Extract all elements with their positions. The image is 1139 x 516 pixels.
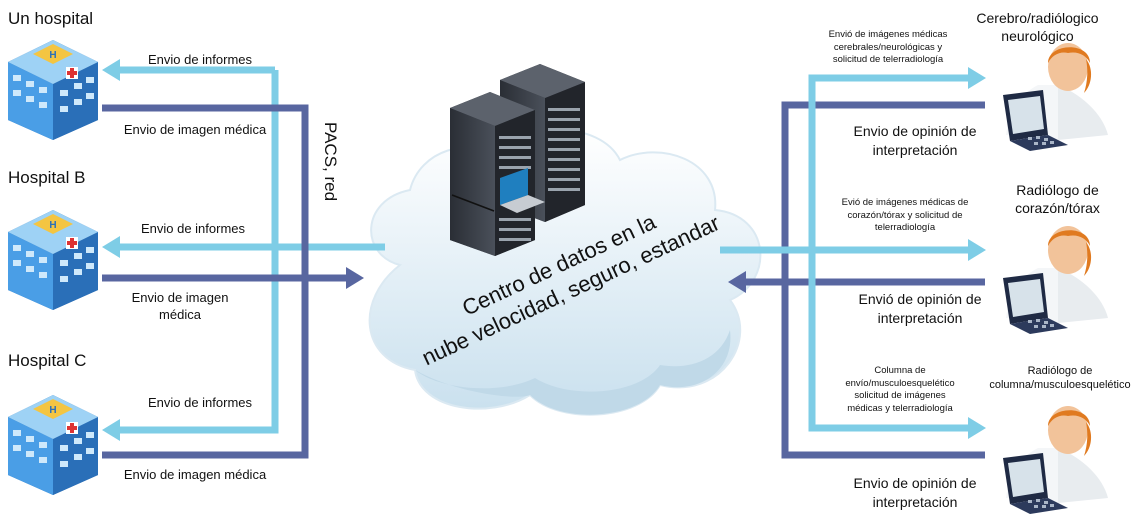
left-connectors	[102, 59, 385, 459]
hospital-building-icon: H	[8, 40, 98, 140]
specialist-title-line: Radiólogo de	[1027, 365, 1093, 377]
hospital-building-icon: H	[8, 395, 98, 495]
specialist-title-line: Radiólogo de	[1016, 182, 1099, 198]
send-reports-label: Envio de informes	[140, 221, 246, 236]
send-image-line: médica	[159, 307, 201, 322]
opinion-line: Envió de opinión de	[858, 291, 982, 307]
pacs-network-label: PACS, red	[321, 122, 340, 202]
hospital-name: Un hospital	[8, 9, 94, 28]
opinion-line: interpretación	[872, 494, 958, 510]
send-image-line: Envio de imagen	[131, 290, 229, 305]
request-line: solicitud de imágenes	[854, 390, 946, 401]
send-image-label: Envio de imagen médica	[123, 122, 267, 137]
request-line: médicas y telerradiología	[847, 402, 953, 414]
opinion-line: Envio de opinión de	[853, 475, 977, 491]
request-line: Columna de	[874, 365, 926, 376]
image-request-label: Evió de imágenes médicas de corazón/tóra…	[815, 197, 995, 235]
request-line: corazón/tórax y solicitud de	[847, 209, 963, 221]
image-request-label: Columna de envío/musculoesquelético soli…	[820, 365, 980, 415]
opinion-label: Envió de opinión de interpretación	[820, 290, 1020, 328]
specialist-title-line: neurológico	[1001, 28, 1074, 44]
server-rack-icon	[450, 64, 585, 256]
svg-text:H: H	[49, 405, 56, 416]
svg-text:H: H	[49, 50, 56, 61]
send-reports-label: Envio de informes	[147, 395, 253, 410]
send-image-label: Envio de imagen médica	[100, 289, 260, 323]
opinion-line: interpretación	[877, 310, 963, 326]
request-line: telerradiología	[874, 222, 936, 233]
radiologist-doctor-icon	[1003, 226, 1108, 334]
hospital-name: Hospital B	[8, 168, 86, 187]
radiologist-doctor-icon	[1003, 406, 1108, 514]
specialist-title: Cerebro/radiólogico neurológico	[940, 9, 1135, 45]
opinion-label: Envio de opinión de interpretación	[820, 474, 1010, 512]
specialist-title: Radiólogo de corazón/tórax	[980, 181, 1135, 217]
hospital-building-icon: H	[8, 210, 98, 310]
request-line: Envió de imágenes médicas	[828, 29, 948, 40]
request-line: envío/musculoesquelético	[845, 377, 955, 389]
radiologist-doctor-icon	[1003, 43, 1108, 151]
opinion-line: Envio de opinión de	[853, 123, 977, 139]
send-reports-label: Envio de informes	[147, 52, 253, 67]
request-line: solicitud de telerradiología	[832, 54, 944, 65]
hospital-name: Hospital C	[8, 351, 87, 370]
request-line: cerebrales/neurológicas y	[833, 41, 943, 53]
specialist-title-line: columna/musculoesquelético	[989, 379, 1131, 391]
opinion-line: interpretación	[872, 142, 958, 158]
svg-text:H: H	[49, 220, 56, 231]
right-connectors	[720, 67, 986, 459]
specialist-title-line: Cerebro/radiólogico	[976, 10, 1099, 26]
opinion-label: Envio de opinión de interpretación	[820, 122, 1010, 160]
request-line: Evió de imágenes médicas de	[841, 197, 969, 208]
image-request-label: Envió de imágenes médicas cerebrales/neu…	[808, 29, 968, 67]
send-image-label: Envio de imagen médica	[123, 467, 267, 482]
specialist-title: Radiólogo de columna/musculoesquelético	[985, 364, 1135, 392]
specialist-title-line: corazón/tórax	[1015, 200, 1100, 216]
